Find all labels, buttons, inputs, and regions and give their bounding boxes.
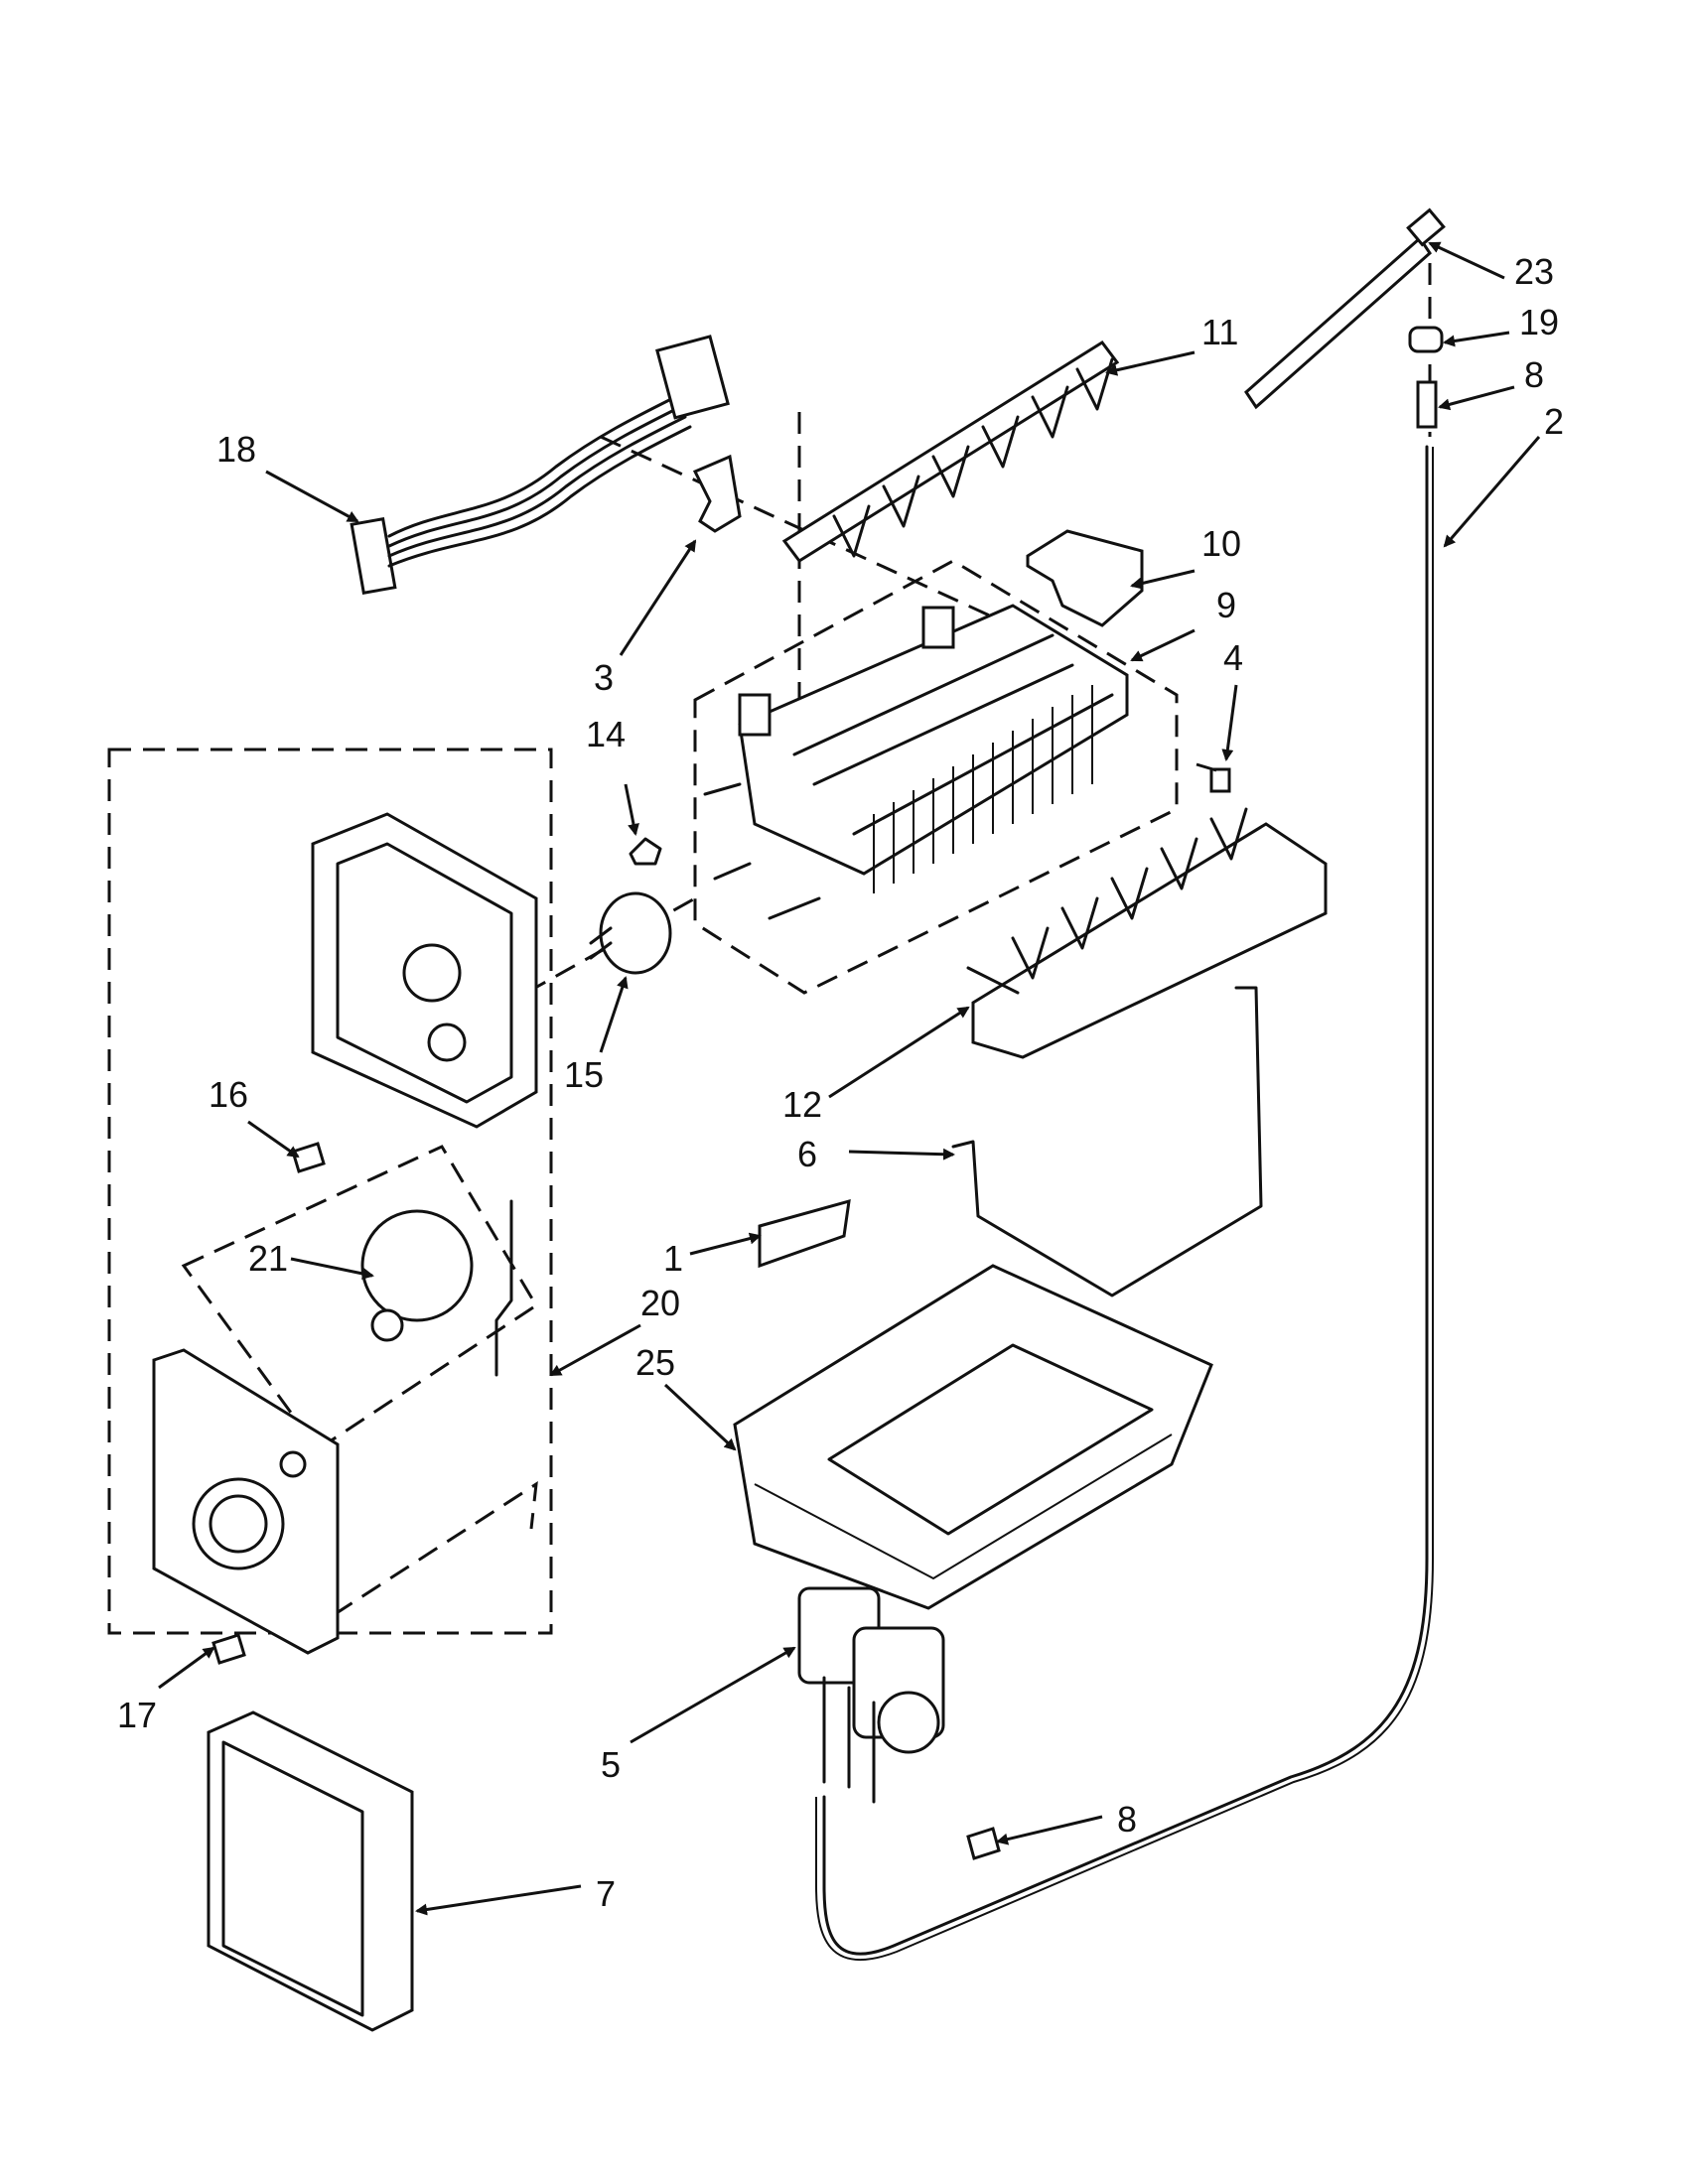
callout-8-bottom: 8 bbox=[1117, 1799, 1137, 1840]
callout-7: 7 bbox=[596, 1873, 616, 1914]
callout-14: 14 bbox=[586, 714, 626, 754]
ejector-assembly bbox=[781, 340, 1120, 564]
ice-stripper bbox=[966, 807, 1328, 1059]
callout-2: 2 bbox=[1544, 401, 1564, 442]
callout-10: 10 bbox=[1201, 523, 1241, 564]
control-module-group-outline bbox=[107, 748, 553, 1635]
mold-screw bbox=[211, 1633, 246, 1665]
ice-bin bbox=[733, 1264, 1213, 1610]
control-housing bbox=[311, 812, 538, 1129]
callout-25: 25 bbox=[635, 1342, 675, 1383]
tube-fitting bbox=[1416, 380, 1438, 429]
valve-screw bbox=[966, 1827, 1001, 1860]
fill-tube bbox=[1244, 207, 1446, 410]
module-base bbox=[152, 1348, 340, 1655]
heater-shield bbox=[758, 1198, 851, 1269]
callout-17: 17 bbox=[117, 1695, 157, 1735]
callout-18: 18 bbox=[216, 429, 256, 470]
callout-20: 20 bbox=[640, 1283, 680, 1323]
cover bbox=[207, 1710, 414, 2032]
callout-8-top: 8 bbox=[1524, 354, 1544, 395]
callout-19: 19 bbox=[1519, 302, 1559, 342]
thermostat bbox=[589, 891, 672, 975]
mounting-screw bbox=[1196, 762, 1231, 793]
thermostat-clip bbox=[629, 837, 662, 866]
motor-group-outline bbox=[181, 1145, 539, 1452]
callout-6: 6 bbox=[797, 1134, 817, 1174]
callout-16: 16 bbox=[209, 1074, 248, 1115]
callout-12: 12 bbox=[782, 1084, 822, 1125]
callout-4: 4 bbox=[1223, 637, 1243, 678]
leader-lines bbox=[158, 241, 1541, 1916]
module-screw bbox=[291, 1142, 326, 1173]
fill-tube-grommet bbox=[1408, 326, 1444, 353]
callout-1: 1 bbox=[663, 1238, 683, 1279]
callout-5: 5 bbox=[601, 1744, 621, 1785]
harness-clip bbox=[692, 454, 742, 533]
wire-harness bbox=[350, 335, 730, 595]
callout-15: 15 bbox=[564, 1054, 604, 1095]
ice-maker-bracket bbox=[1026, 529, 1144, 627]
callout-3: 3 bbox=[594, 657, 614, 698]
drive-motor bbox=[360, 1199, 513, 1377]
water-valve bbox=[797, 1586, 945, 1804]
callout-9: 9 bbox=[1216, 585, 1236, 625]
ice-mold bbox=[703, 604, 1129, 920]
callout-11: 11 bbox=[1201, 312, 1238, 352]
water-line-tubing bbox=[822, 445, 1429, 1956]
callout-21: 21 bbox=[248, 1238, 288, 1279]
shutoff-arm bbox=[951, 986, 1263, 1297]
callout-23: 23 bbox=[1514, 251, 1554, 292]
